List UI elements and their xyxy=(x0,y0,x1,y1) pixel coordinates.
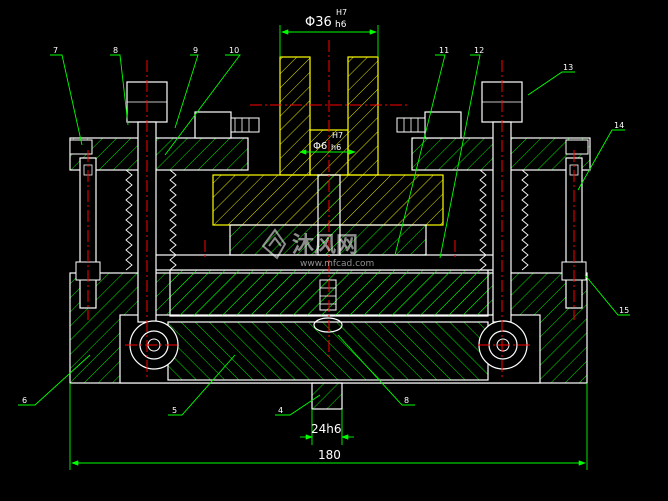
callout-11: 11 xyxy=(439,46,449,55)
callout-13: 13 xyxy=(563,63,573,72)
bottom-key xyxy=(311,382,343,410)
callout-5: 5 xyxy=(172,406,177,415)
callout-7: 7 xyxy=(53,46,58,55)
centerlines xyxy=(87,40,575,380)
right-spring xyxy=(479,169,529,271)
watermark: 沐风网 www.mfcad.com xyxy=(261,228,374,269)
callout-leaders xyxy=(18,54,630,416)
mid-fit-shaft: h6 xyxy=(331,143,341,152)
bottom-key-dimension: 24h6 xyxy=(300,409,354,445)
watermark-logo xyxy=(261,228,287,260)
mid-fit-dimension: Φ6 H7 h6 xyxy=(299,131,356,155)
mid-fit-dia: Φ6 xyxy=(313,141,327,152)
left-spring xyxy=(125,169,177,271)
callout-9: 9 xyxy=(193,46,198,55)
callout-labels: 7 8 9 10 11 12 13 14 15 6 5 4 8 xyxy=(22,46,629,415)
callout-15: 15 xyxy=(619,306,629,315)
overall-width: 180 xyxy=(318,448,341,462)
callout-4: 4 xyxy=(278,406,283,415)
callout-6: 6 xyxy=(22,396,27,405)
mid-fit-hole: H7 xyxy=(332,131,343,140)
top-fit-dimension: Φ36 H7 h6 xyxy=(279,8,379,57)
bottom-key-size: 24h6 xyxy=(311,422,342,436)
top-fit-hole: H7 xyxy=(336,8,347,17)
top-fit-dia: Φ36 xyxy=(305,15,332,30)
callout-8-top: 8 xyxy=(113,46,118,55)
callout-14: 14 xyxy=(614,121,624,130)
callout-12: 12 xyxy=(474,46,484,55)
overall-width-dimension: 180 xyxy=(69,383,588,470)
left-arm xyxy=(69,111,260,171)
watermark-brand: 沐风网 xyxy=(292,233,358,258)
punch-holder xyxy=(279,56,379,176)
watermark-url: www.mfcad.com xyxy=(300,259,374,269)
lower-slider xyxy=(167,321,489,381)
top-fit-shaft: h6 xyxy=(335,20,347,30)
callout-10: 10 xyxy=(229,46,239,55)
callout-8-bottom: 8 xyxy=(404,396,409,405)
